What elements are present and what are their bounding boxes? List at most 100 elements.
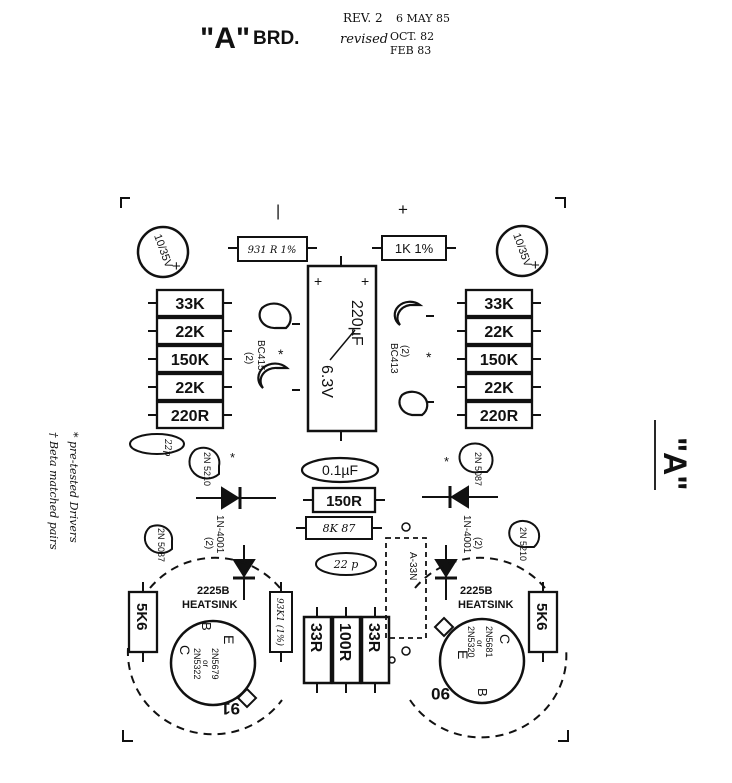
diode-right-count: (2) [472,537,483,549]
transistor-2n5210-left: 2N 5210 * [188,446,235,486]
heatsink-left: 2225B HEATSINK B E C 2N5679 or 2N5322 91 [126,556,283,736]
capacitor-22p-left: 22p [129,433,185,456]
heatsink-right: 2225B HEATSINK C E B 2N5681 or 2N5320 90 [409,556,568,739]
resistor-r33_right [360,615,391,685]
electrolytic-cap-right: 10/35V + [495,224,549,278]
capacitor-22p-bottom: 22 p [315,552,377,576]
t5087-left-label: 2N 5087 [156,528,166,562]
heatsink-right-pin-b: B [475,688,490,697]
t5210-label: 2N 5210 [202,452,212,486]
revised-date-1: OCT. 82 [390,30,434,43]
heatsink-left-pin-c: C [177,645,193,655]
t5210-star: * [230,450,235,465]
heatsink-left-or: or [201,660,210,667]
resistor-931r-label: 931 R 1% [248,245,297,256]
resistor-5k6-left-label: 5K6 [133,603,150,631]
resistor-right-5-label: 220R [480,408,519,425]
resistor-r100-label: 100R [336,623,353,662]
bc415-label: BC415 [255,340,266,371]
heatsink-right-number: 90 [431,684,450,703]
heatsink-right-pin-c: C [497,634,513,644]
resistor-right-5 [464,400,534,430]
cap-220uf-value: 220µF [348,300,365,346]
rail-markers: | + [276,200,408,220]
transistor-2n5087-top-right: 2N 5087 * [444,442,494,486]
resistor-5k6-right: 5K6 [527,582,559,662]
pad [388,656,396,664]
resistor-left-3-label: 150K [171,352,210,369]
resistor-8k87: 8K 87 [296,516,382,540]
diode-right-label: 1N-4001 [461,515,472,554]
diode-left-label: 1N-4001 [214,515,225,554]
resistor-left-2-label: 22K [175,324,205,341]
revision-label: REV. 2 [343,11,383,25]
resistor-150r: 150R [303,486,385,514]
heatsink-right-part2: 2N5320 [466,626,476,658]
resistor-93k1-label: 93K1 (1%) [274,598,285,647]
resistor-left-3 [155,344,225,374]
resistor-1k: 1K 1% [372,235,456,261]
note-pre-tested: * pre-tested Drivers [67,432,80,543]
wire-link-label: A-33N [407,552,418,580]
side-label-text: "A" [657,437,693,490]
resistor-right-3-label: 150K [480,352,519,369]
diode-1n4001-left: 1N-4001 (2) [196,486,276,600]
t5210-right-label: 2N 5210 [518,527,528,561]
electrolytic-cap-left: 10/35V + [136,225,190,279]
resistor-right-1 [464,288,534,318]
resistor-5k6-right-label: 5K6 [533,603,550,631]
resistor-5k6-left: 5K6 [127,582,159,662]
t5087-top-label: 2N 5087 [473,452,483,486]
revised-label: revised [340,32,388,47]
transistor-bc413-pair: BC413 (2) * [388,300,434,417]
resistor-right-2 [464,316,534,346]
cap-22p-bottom-label: 22 p [333,558,359,571]
note-beta-matched: † Beta matched pairs [47,432,60,550]
resistor-right-4-label: 22K [484,380,514,397]
cap220-plus-1: + [314,273,322,289]
resistor-right-4 [464,372,534,402]
board-title-quote: "A" [200,22,250,55]
capacitor-220uf: + + 220µF 6.3V [306,256,378,441]
heatsink-left-part1: 2N5679 [210,648,220,680]
transistor-2n5087-left: 2N 5087 [143,524,174,562]
transistor-2n5210-right: 2N 5210 [508,519,541,561]
diode-left-count: (2) [203,537,214,549]
board-title-brd: BRD. [253,28,299,49]
bc413-star: * [426,349,432,365]
header: "A" BRD. REV. 2 6 MAY 85 revised OCT. 82… [200,11,450,57]
resistor-left-4 [155,372,225,402]
resistor-r33_right-label: 33R [365,623,382,653]
heatsink-right-label: HEATSINK [458,599,513,611]
heatsink-left-number: 91 [221,699,240,718]
transistor-bc415-pair: BC415 (2) * [243,302,300,391]
resistor-left-1 [155,288,225,318]
heatsink-right-pin-e: E [455,650,471,659]
revision-date: 6 MAY 85 [396,12,450,25]
resistor-right-2-label: 22K [484,324,514,341]
bc413-label: BC413 [388,343,399,374]
heatsink-left-pin-b: B [199,622,214,631]
rail-plus: + [398,200,408,219]
resistor-931r: 931 R 1% [228,236,317,262]
heatsink-left-pin-e: E [221,635,237,644]
cap-220uf-voltage: 6.3V [318,365,335,398]
cap220-plus-2: + [361,273,369,289]
resistor-left-4-label: 22K [175,380,205,397]
t5087-star: * [444,454,449,469]
resistor-left-1-label: 33K [175,296,205,313]
bc413-count: (2) [399,345,410,357]
resistor-left-2 [155,316,225,346]
resistor-r100 [331,615,362,685]
notes: * pre-tested Drivers † Beta matched pair… [47,432,80,550]
heatsink-left-model: 2225B [197,585,229,597]
rail-minus: | [276,203,280,220]
heatsink-left-part2: 2N5322 [192,648,202,680]
cap-plus-left: + [172,258,181,275]
resistor-right-3 [464,344,534,374]
board-corner-marks [120,197,569,742]
